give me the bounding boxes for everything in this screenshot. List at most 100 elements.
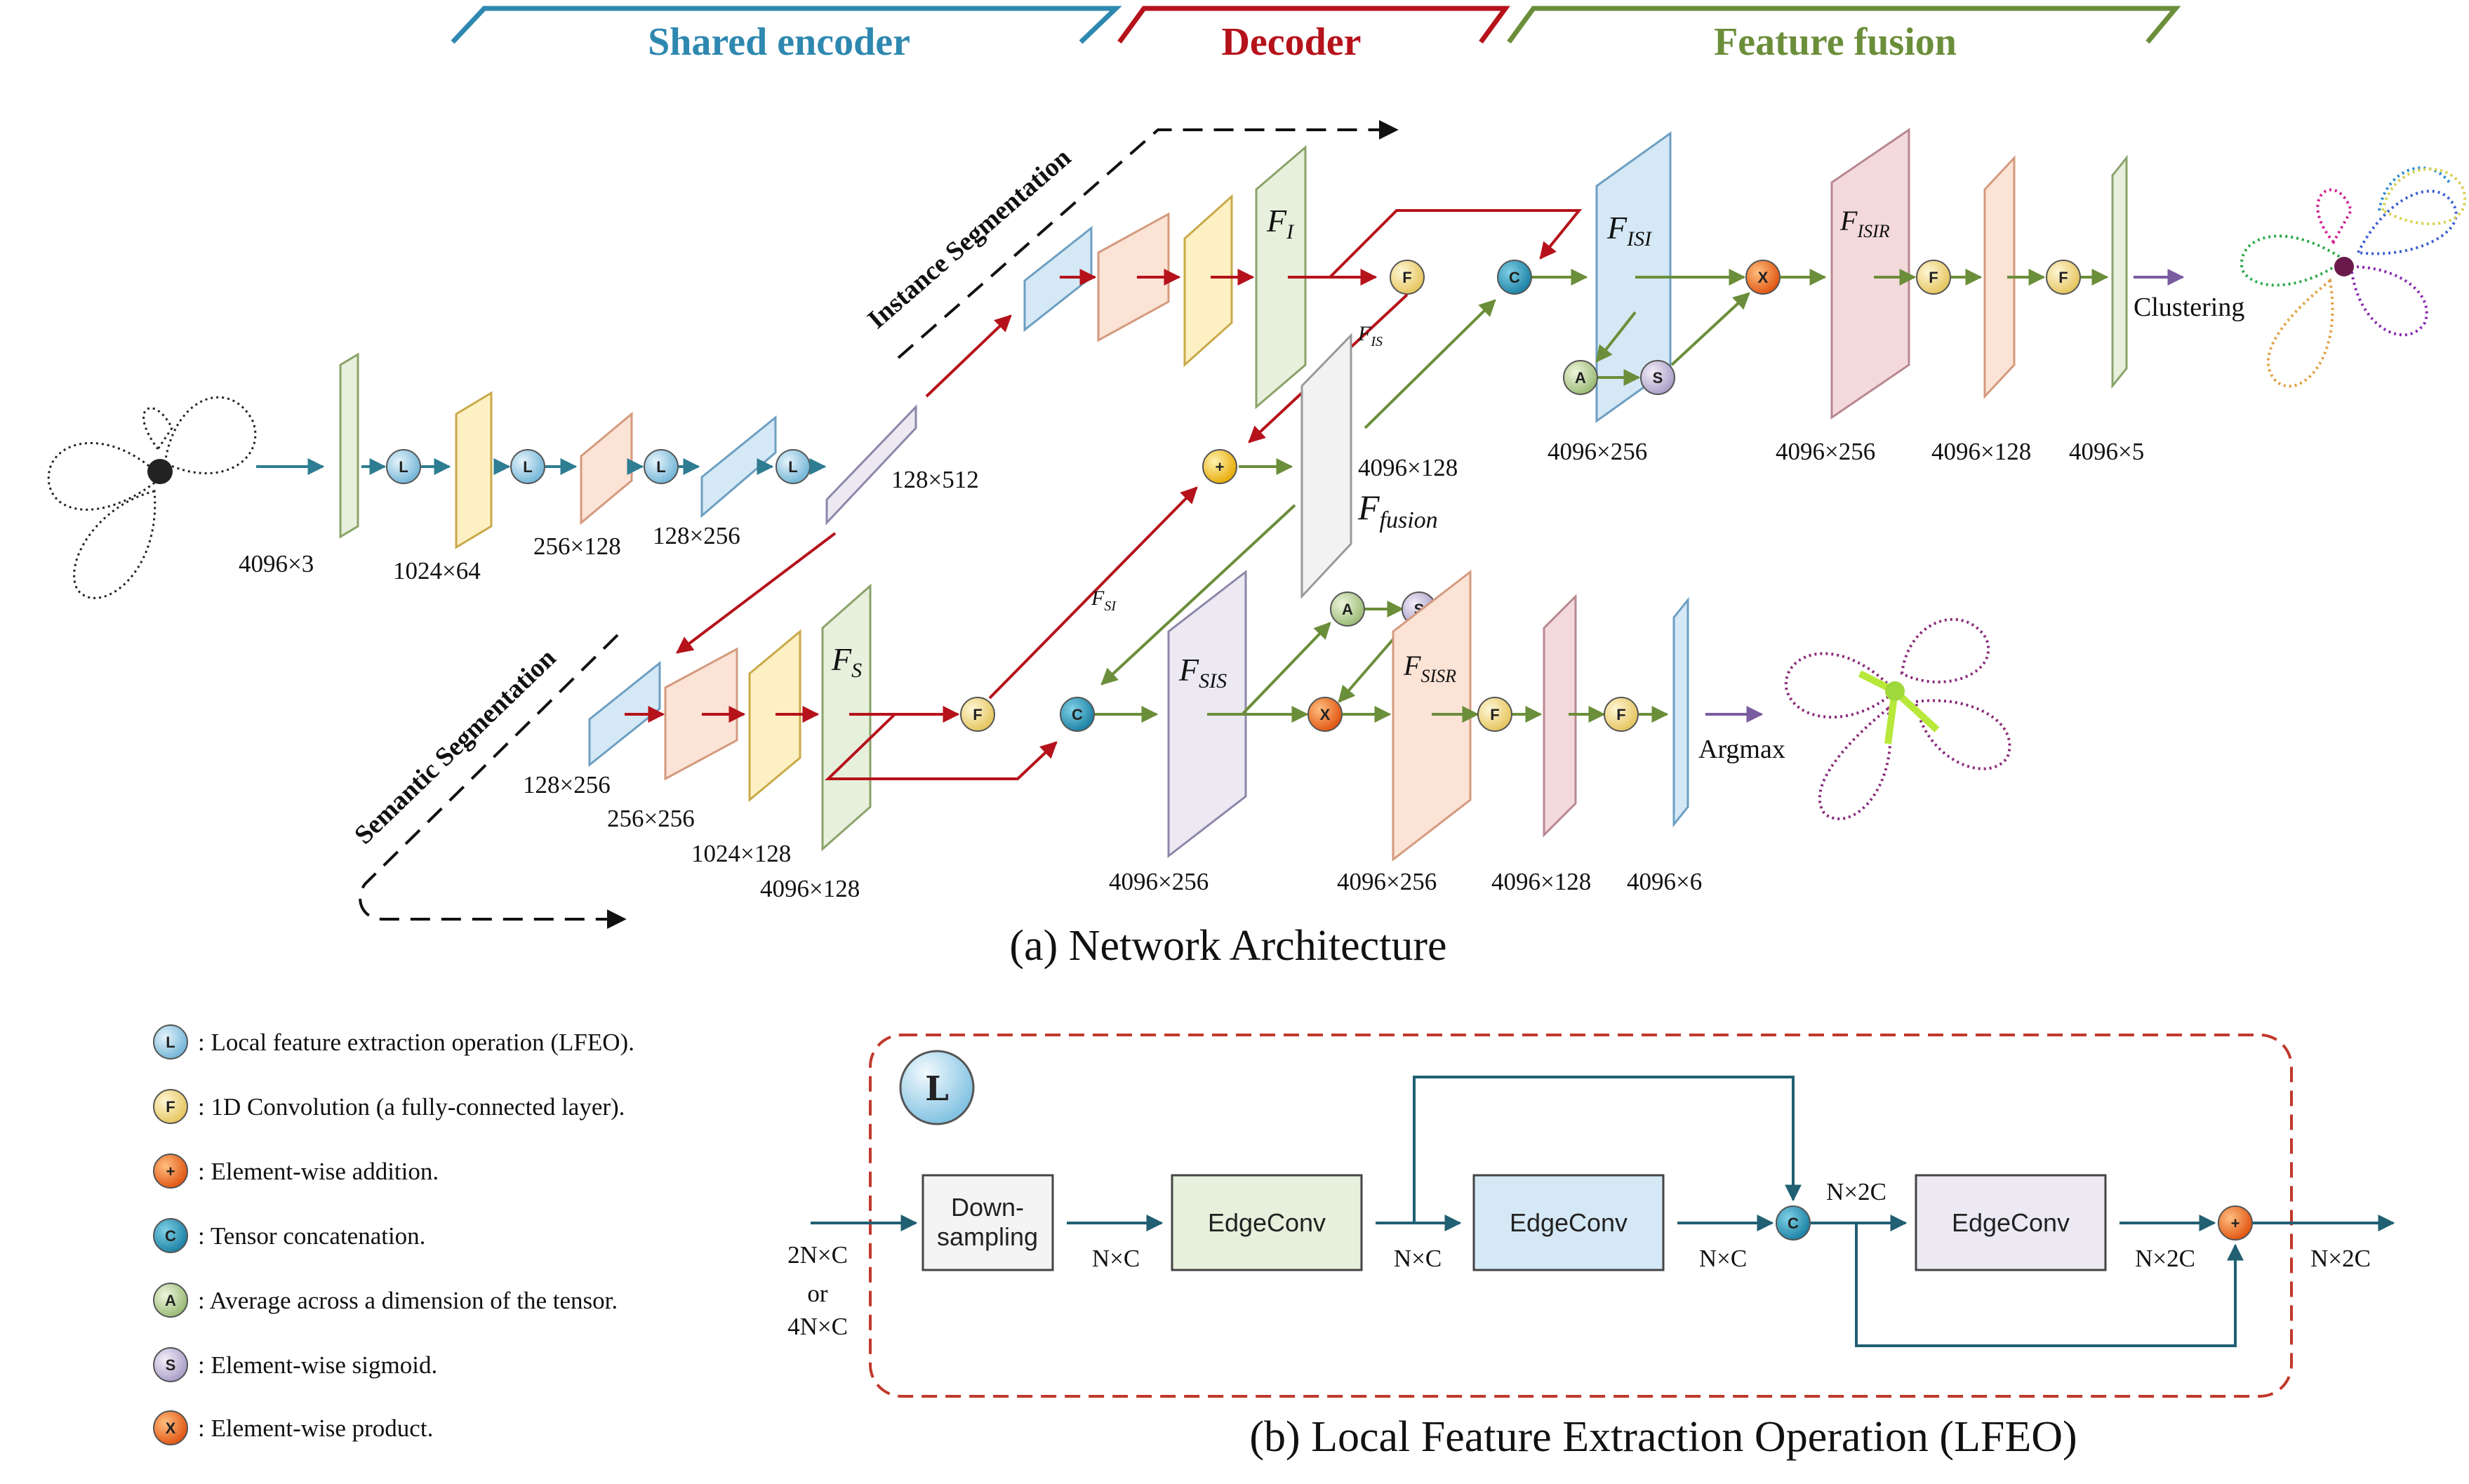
add-op: + bbox=[1202, 449, 1237, 484]
svg-text:A: A bbox=[1575, 369, 1586, 387]
legend-item-X: X: Element-wise product. bbox=[153, 1410, 433, 1445]
lfeo-add-op: + bbox=[2218, 1205, 2253, 1241]
section-shared-encoder: Shared encoder bbox=[648, 20, 910, 64]
layer-F-S bbox=[821, 583, 872, 852]
svg-text:: Average across a dimension o: : Average across a dimension of the tens… bbox=[198, 1287, 618, 1314]
dim-128x512: 128×512 bbox=[891, 466, 979, 493]
dim-inst-4096x5: 4096×5 bbox=[2069, 438, 2144, 465]
conv-op-sem-2: F bbox=[1604, 697, 1639, 732]
lfeo-op-3: L bbox=[644, 449, 679, 484]
branch-semantic-label: Semantic Segmentation bbox=[349, 643, 561, 850]
lfeo-nc-1: N×C bbox=[1092, 1245, 1140, 1272]
svg-text:X: X bbox=[166, 1419, 176, 1437]
dim-sem-128x256: 128×256 bbox=[523, 771, 611, 798]
product-op-inst: X bbox=[1745, 260, 1781, 295]
lfeo-edgeconv-2 bbox=[1472, 1174, 1665, 1271]
lfeo-edgeconv-1 bbox=[1171, 1174, 1363, 1271]
decoder-bracket bbox=[1117, 6, 1510, 44]
dim-sem-out-4096x128: 4096×128 bbox=[1491, 868, 1591, 895]
lfeo-n2c-1: N×2C bbox=[1826, 1178, 1886, 1205]
legend-item-A: A : Average across a dimension of the ten… bbox=[153, 1283, 618, 1318]
lfeo-concat-op: C bbox=[1776, 1205, 1811, 1241]
concat-op-inst: C bbox=[1497, 260, 1532, 295]
avg-op-inst: A bbox=[1563, 360, 1598, 395]
svg-text:X: X bbox=[1758, 269, 1769, 286]
conv-op-inst-2: F bbox=[2046, 260, 2081, 295]
lfeo-detail: L 2N×C or 4N×C Down- sampling N×C EdgeCo… bbox=[787, 1034, 2395, 1398]
svg-text:F: F bbox=[1616, 706, 1625, 723]
dim-sem-4096x128: 4096×128 bbox=[760, 875, 860, 902]
legend-item-L: L: Local feature extraction operation (L… bbox=[153, 1024, 634, 1059]
svg-text:+: + bbox=[166, 1163, 175, 1180]
lfeo-op-2: L bbox=[510, 449, 545, 484]
svg-text:L: L bbox=[925, 1069, 949, 1109]
legend-item-C: C: Tensor concatenation. bbox=[153, 1218, 425, 1253]
lfeo-nc-2: N×C bbox=[1394, 1245, 1442, 1272]
svg-text:F: F bbox=[1929, 269, 1938, 286]
svg-text:F: F bbox=[973, 706, 982, 723]
shared-encoder: 4096×3 L 1024×64 L 256×128 L 128×256 L 1… bbox=[239, 352, 979, 584]
conv-op-inst-1: F bbox=[1916, 260, 1951, 295]
concat-op-sem: C bbox=[1060, 697, 1095, 732]
dim-1024x64: 1024×64 bbox=[393, 557, 481, 584]
section-decoder: Decoder bbox=[1221, 20, 1361, 64]
dim-fisi: 4096×256 bbox=[1548, 438, 1647, 465]
dim-fisir: 4096×256 bbox=[1776, 438, 1875, 465]
legend-item-F: F: 1D Convolution (a fully-connected lay… bbox=[153, 1089, 625, 1124]
conv-op-sem-1: F bbox=[1477, 697, 1512, 732]
legend: L: Local feature extraction operation (L… bbox=[153, 1024, 634, 1445]
instance-dashed-line bbox=[897, 120, 1399, 359]
svg-text:L: L bbox=[399, 458, 408, 476]
layer-4096x3 bbox=[339, 352, 359, 539]
legend-item-S: S: Element-wise sigmoid. bbox=[153, 1347, 437, 1382]
dim-fsisr: 4096×256 bbox=[1337, 868, 1437, 895]
lfeo-op-1: L bbox=[386, 449, 421, 484]
label-F-fusion: Ffusion bbox=[1357, 488, 1438, 533]
label-F-S: FS bbox=[831, 641, 862, 682]
lfeo-in-or: or bbox=[807, 1280, 828, 1307]
svg-text:+: + bbox=[1216, 458, 1225, 476]
svg-text:L: L bbox=[523, 458, 532, 476]
svg-text:EdgeConv: EdgeConv bbox=[1510, 1208, 1628, 1237]
conv-op-fi: F bbox=[1390, 260, 1425, 295]
layer-inst-4096x128 bbox=[1983, 155, 2016, 399]
layer-128x512 bbox=[825, 404, 917, 526]
label-F-SISR: FSISR bbox=[1403, 650, 1456, 686]
label-F-ISI: FISI bbox=[1606, 210, 1653, 250]
svg-text:C: C bbox=[1509, 269, 1520, 286]
dim-inst-4096x128: 4096×128 bbox=[1931, 438, 2031, 465]
lfeo-in-b: 4N×C bbox=[787, 1313, 848, 1340]
layer-sem-4096x128 bbox=[1543, 594, 1577, 838]
dim-128x256: 128×256 bbox=[653, 522, 740, 549]
lfeo-in-a: 2N×C bbox=[787, 1241, 848, 1269]
layer-F-ISIR bbox=[1830, 128, 1910, 420]
conv-op-sem: F bbox=[960, 697, 995, 732]
svg-text:EdgeConv: EdgeConv bbox=[1208, 1208, 1326, 1237]
sem-layer-3 bbox=[748, 629, 801, 803]
product-op-sem: X bbox=[1307, 697, 1343, 732]
svg-text:A: A bbox=[1342, 601, 1353, 618]
instance-fusion: C FISI 4096×256 A S X FISIR 4096×256 F 4… bbox=[1497, 128, 2244, 465]
semantic-dashed-line bbox=[359, 634, 627, 929]
dim-256x128: 256×128 bbox=[533, 533, 621, 560]
dim-sem-256x256: 256×256 bbox=[607, 805, 695, 832]
svg-text:L: L bbox=[788, 458, 797, 476]
lfeo-nc-3: N×C bbox=[1699, 1245, 1747, 1272]
label-F-SI: FSI bbox=[1091, 587, 1117, 614]
layer-sem-4096x6 bbox=[1672, 596, 1689, 828]
lfeo-dashed-frame bbox=[869, 1034, 2293, 1398]
layer-1024x64 bbox=[455, 391, 493, 549]
lfeo-downsampling-box bbox=[921, 1174, 1054, 1271]
svg-text:C: C bbox=[1788, 1215, 1799, 1232]
svg-text:C: C bbox=[165, 1227, 176, 1245]
svg-text:X: X bbox=[1320, 706, 1331, 723]
svg-text:sampling: sampling bbox=[937, 1222, 1038, 1251]
lfeo-n2c-3: N×2C bbox=[2310, 1245, 2371, 1272]
fusion-block: + 4096×128 Ffusion bbox=[1100, 299, 1496, 686]
semantic-output-cloud bbox=[1784, 617, 2011, 820]
input-point-cloud bbox=[47, 396, 257, 599]
svg-text:A: A bbox=[165, 1292, 176, 1309]
svg-text:: Element-wise addition.: : Element-wise addition. bbox=[198, 1158, 439, 1185]
label-F-IS: FIS bbox=[1357, 322, 1383, 349]
